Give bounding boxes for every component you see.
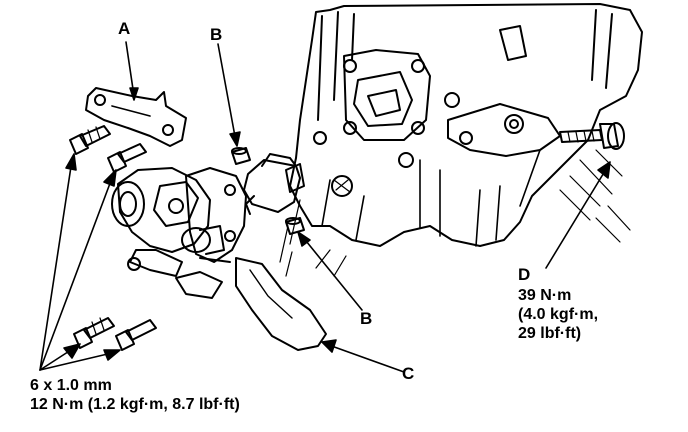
label-b-top: B [210, 25, 223, 44]
actuator-assembly [111, 167, 247, 299]
upper-bolts [69, 125, 147, 173]
label-c: C [402, 364, 415, 383]
torque-spec-d-line3: 29 lbf·ft) [518, 325, 582, 342]
torque-spec-d-line2: (4.0 kgf·m, [518, 306, 599, 323]
plate-c [235, 257, 327, 351]
bolt-torque: 12 N·m (1.2 kgf·m, 8.7 lbf·ft) [30, 396, 240, 413]
label-d: D [518, 265, 531, 284]
switch-connector [243, 153, 305, 215]
bracket-a [85, 87, 187, 147]
lower-bolts [73, 317, 157, 351]
dowel-pins [231, 147, 305, 235]
leader-lines [39, 41, 611, 373]
bolt-size: 6 x 1.0 mm [30, 377, 112, 394]
torque-spec-d: 39 N·m (4.0 kgf·m, 29 lbf·ft) [518, 286, 598, 343]
torque-spec-bolts: 6 x 1.0 mm 12 N·m (1.2 kgf·m, 8.7 lbf·ft… [30, 376, 240, 414]
label-b-bottom: B [360, 309, 373, 328]
label-a: A [118, 19, 131, 38]
bolt-d [559, 122, 625, 150]
torque-spec-d-line1: 39 N·m [518, 287, 572, 304]
transmission-housing [279, 3, 643, 277]
